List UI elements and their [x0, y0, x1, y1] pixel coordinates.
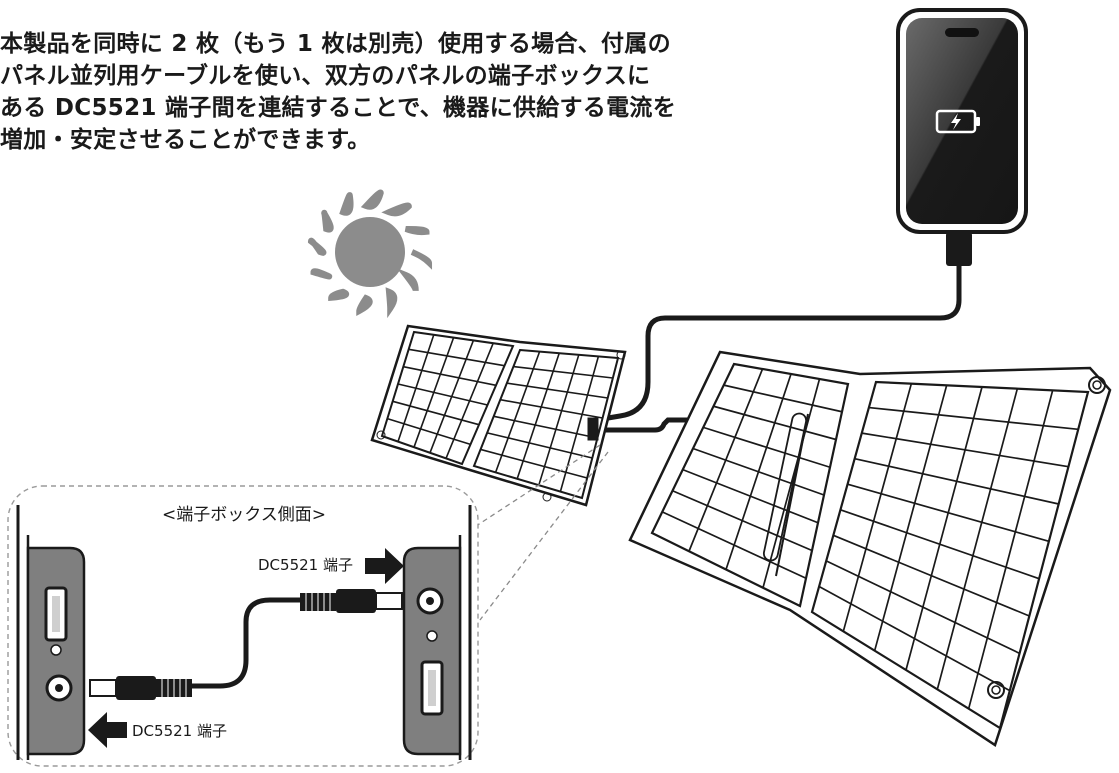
sun-ray: [321, 209, 334, 233]
cell-line: [397, 383, 488, 406]
sun-ray: [328, 288, 350, 302]
solar-panel-back: [370, 324, 627, 507]
cell-line: [672, 489, 813, 552]
cell-line: [692, 447, 825, 496]
cell-line: [513, 365, 613, 379]
cell-line: [500, 398, 603, 419]
cell-line: [486, 432, 593, 459]
leader-line: [469, 444, 609, 621]
sun-ray: [360, 189, 384, 210]
terminal-box-right: [402, 505, 472, 760]
cell-line: [842, 383, 913, 632]
cell-line: [493, 415, 598, 439]
solar-panel-front: [628, 350, 1112, 747]
inset-title: <端子ボックス側面>: [162, 505, 326, 525]
cell-line: [682, 468, 819, 524]
connector-label-right: DC5521 端子: [258, 556, 353, 574]
battery-charging-icon: [935, 109, 980, 134]
cell-line: [905, 386, 983, 671]
panel-link-cable: [598, 417, 702, 433]
cell-line: [868, 406, 1079, 431]
sun-ray: [410, 249, 433, 270]
arrow-left-icon: [88, 712, 127, 748]
cell-line: [861, 432, 1069, 468]
cell-line: [847, 483, 1050, 543]
cell-line: [702, 426, 831, 469]
cell-line: [723, 384, 843, 413]
sun-ray: [339, 192, 354, 216]
intro-line-4: 増加・安定させることができます。: [0, 127, 371, 153]
cell-line: [840, 508, 1040, 580]
cell-line: [873, 385, 948, 651]
cell-line: [825, 560, 1020, 655]
cell-line: [713, 405, 837, 441]
terminal-box-inset: <端子ボックス側面>: [7, 485, 479, 767]
cell-line: [392, 400, 480, 426]
sun-ray: [385, 287, 398, 319]
terminal-box-left: [16, 505, 86, 760]
cell-line: [818, 585, 1011, 692]
cell-line: [387, 417, 471, 446]
parallel-cable: [89, 589, 403, 700]
smartphone-icon: [896, 8, 1028, 266]
cell-line: [854, 457, 1059, 505]
cell-line: [408, 348, 505, 367]
cell-line: [967, 390, 1054, 709]
cell-line: [559, 356, 600, 492]
cell-line: [480, 448, 588, 479]
arrow-right-icon: [365, 548, 404, 584]
intro-line-1: 本製品を同時に 2 枚（もう 1 枚は別売）使用する場合、付属の: [0, 31, 671, 57]
cell-line: [538, 354, 580, 486]
sun-ray: [356, 294, 373, 317]
sun-ray: [381, 202, 412, 217]
intro-line-2: パネル並列用ケーブルを使い、双方のパネルの端子ボックスに: [0, 63, 651, 89]
intro-line-3: ある DC5521 端子間を連結することで、機器に供給する電流を: [0, 95, 676, 121]
intro-text: 本製品を同時に 2 枚（もう 1 枚は別売）使用する場合、付属の パネル並列用ケ…: [0, 28, 760, 156]
cell-line: [661, 511, 807, 580]
sun-ray: [404, 225, 430, 236]
sun-ray: [307, 237, 327, 256]
connector-label-left: DC5521 端子: [132, 722, 227, 740]
cell-line: [833, 534, 1030, 617]
cell-line: [506, 382, 608, 399]
sun-ray: [310, 268, 333, 280]
sun-ray: [396, 268, 419, 292]
phone-cable: [595, 266, 962, 423]
sun-icon: [307, 189, 433, 319]
cell-line: [516, 352, 560, 480]
cell-line: [936, 388, 1019, 690]
cell-line: [494, 351, 541, 473]
cell-line: [403, 365, 497, 387]
